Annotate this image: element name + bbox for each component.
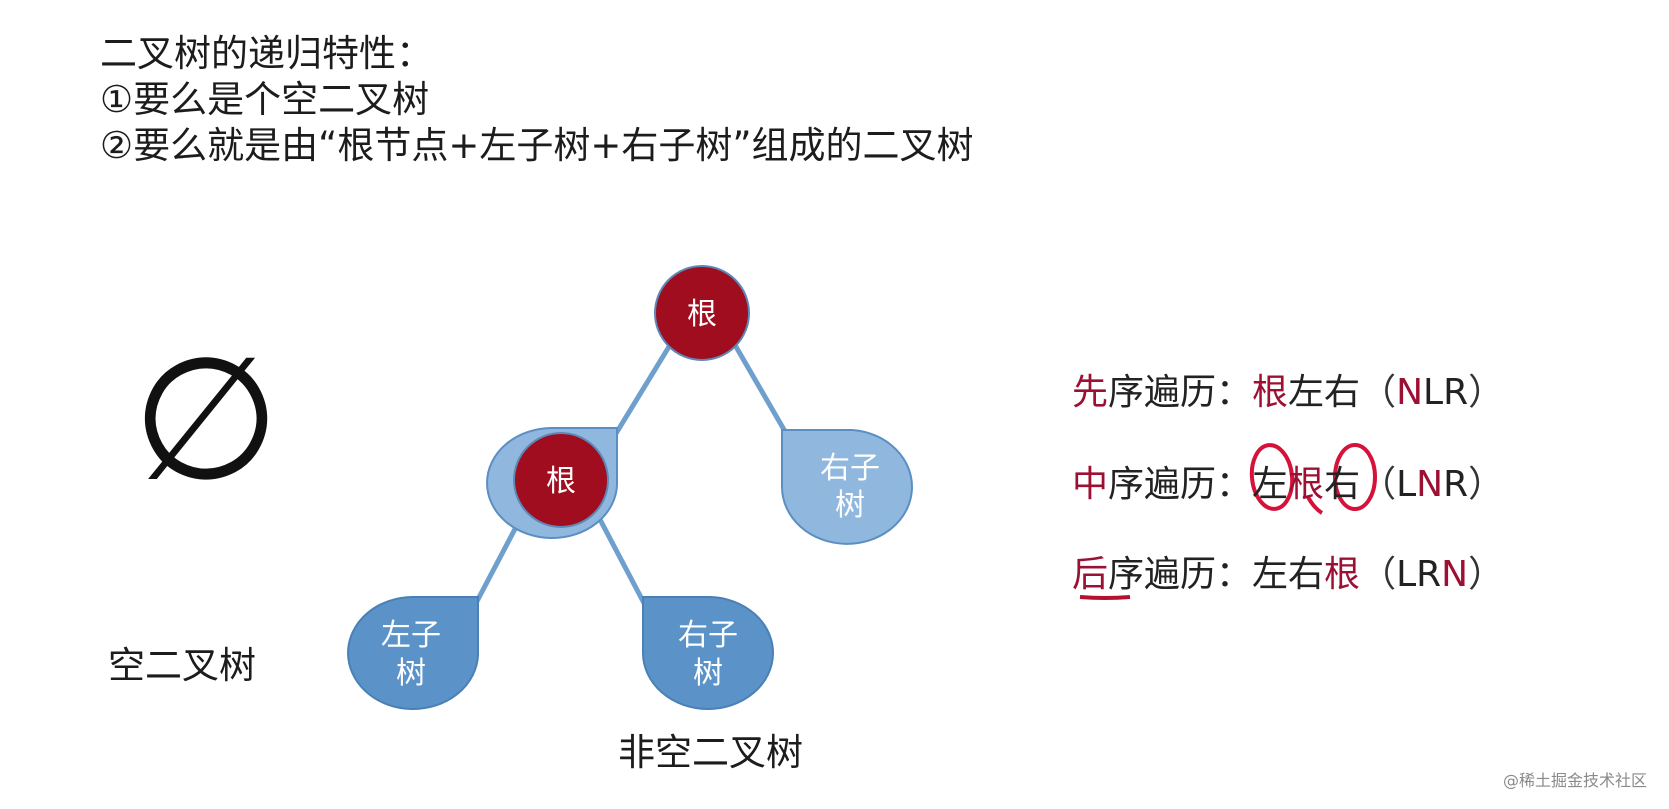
edge-root-right — [732, 343, 793, 442]
heading-rule-2: ②要么就是由“根节点+左子树+右子树”组成的二叉树 — [100, 124, 974, 167]
postorder-order-2: 根 — [1324, 554, 1361, 595]
preorder-prefix: 先 — [1072, 372, 1109, 413]
left-right-label-1: 右子 — [678, 618, 738, 653]
left-right-subtree-shape — [642, 596, 774, 710]
annotation-mark-middle — [1306, 496, 1324, 515]
inorder-code-3: R — [1443, 464, 1469, 505]
inorder-code-1: L — [1396, 464, 1417, 505]
postorder-code-1: LR — [1396, 554, 1442, 595]
preorder-order-1: 根 — [1252, 372, 1289, 413]
postorder-close: ） — [1468, 554, 1505, 595]
inorder-order-1: 左 — [1252, 464, 1289, 505]
preorder-open: （ — [1360, 372, 1397, 413]
edge-root-left — [609, 343, 673, 442]
postorder-open: （ — [1360, 554, 1397, 595]
empty-set-symbol: ∅ — [132, 321, 281, 519]
left-left-subtree-shape — [347, 596, 479, 710]
empty-tree-caption: 空二叉树 — [108, 644, 256, 687]
preorder-row: 先序遍历：根左右（NLR） — [1072, 363, 1504, 415]
postorder-prefix: 后 — [1072, 554, 1109, 595]
preorder-close: ） — [1468, 372, 1505, 413]
inorder-order-2: 根 — [1288, 464, 1325, 505]
preorder-order-2: 左右 — [1288, 372, 1361, 413]
left-left-label-1: 左子 — [381, 618, 441, 653]
inorder-open: （ — [1360, 464, 1397, 505]
inorder-row: 中序遍历：左根右（LNR） — [1072, 455, 1504, 507]
preorder-code-1: N — [1396, 372, 1424, 413]
annotation-underline — [1079, 595, 1131, 600]
right-subtree-label-1: 右子 — [820, 451, 880, 486]
root-node-label: 根 — [687, 297, 717, 332]
inorder-close: ） — [1468, 464, 1505, 505]
heading-title: 二叉树的递归特性： — [100, 32, 433, 75]
postorder-code-2: N — [1441, 554, 1469, 595]
right-subtree-label-2: 树 — [835, 488, 865, 523]
inorder-order-3: 右 — [1324, 464, 1361, 505]
left-right-label-2: 树 — [693, 656, 723, 691]
root-node — [654, 265, 750, 361]
postorder-row: 后序遍历：左右根（LRN） — [1072, 545, 1504, 597]
watermark: @稀土掘金技术社区 — [1502, 771, 1647, 790]
preorder-code-2: LR — [1423, 372, 1469, 413]
inorder-prefix: 中 — [1072, 464, 1109, 505]
right-subtree-shape — [781, 429, 913, 545]
edge-left-leftright — [592, 508, 648, 607]
sub-root-node-label: 根 — [546, 464, 576, 499]
inorder-code-2: N — [1416, 464, 1444, 505]
postorder-title: 序遍历： — [1108, 554, 1253, 595]
sub-root-node — [513, 432, 609, 528]
postorder-order-1: 左右 — [1252, 554, 1325, 595]
preorder-title: 序遍历： — [1108, 372, 1253, 413]
left-left-label-2: 树 — [396, 656, 426, 691]
heading-rule-1: ①要么是个空二叉树 — [100, 78, 430, 121]
annotation-circle-left — [1249, 443, 1295, 511]
inorder-title: 序遍历： — [1108, 464, 1253, 505]
annotation-circle-right — [1333, 443, 1377, 511]
nonempty-tree-caption: 非空二叉树 — [618, 731, 803, 774]
